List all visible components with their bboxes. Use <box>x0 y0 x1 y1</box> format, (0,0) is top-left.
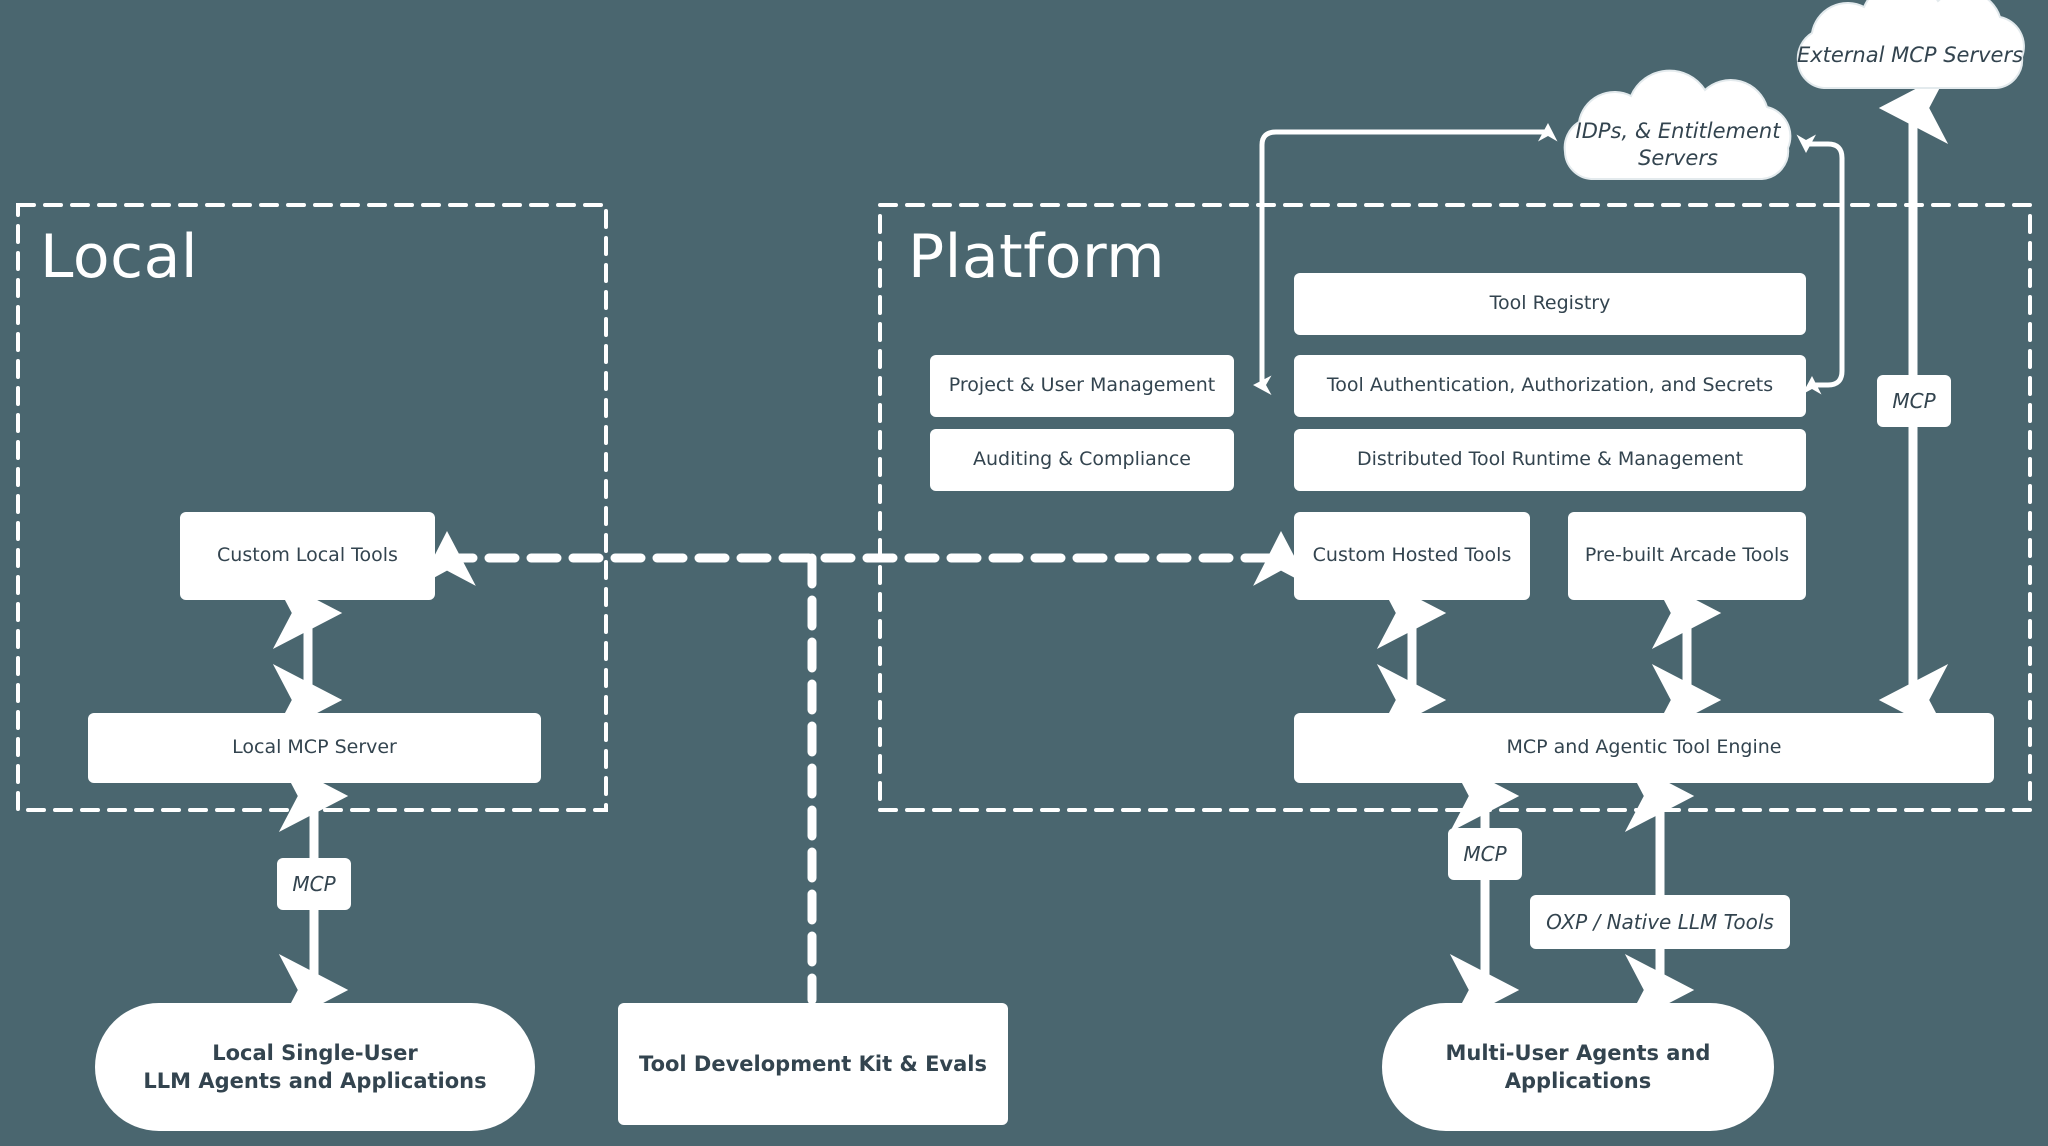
node-tool-registry[interactable]: Tool Registry <box>1294 273 1806 335</box>
tag-mcp-external: MCP <box>1877 375 1951 427</box>
cloud-idps-entitlement-servers <box>1563 69 1792 180</box>
tag-oxp-native-llm-tools: OXP / Native LLM Tools <box>1530 895 1790 949</box>
node-multi-user-agents[interactable]: Multi-User Agents and Applications <box>1382 1003 1774 1131</box>
node-tool-development-kit[interactable]: Tool Development Kit & Evals <box>618 1003 1008 1125</box>
node-local-mcp-server[interactable]: Local MCP Server <box>88 713 541 783</box>
zone-title-local: Local <box>40 222 199 292</box>
connector-project-mgmt-to-idps <box>1253 123 1558 396</box>
node-prebuilt-arcade-tools[interactable]: Pre-built Arcade Tools <box>1568 512 1806 600</box>
node-local-single-user-agents[interactable]: Local Single-User LLM Agents and Applica… <box>95 1003 535 1131</box>
node-auditing-compliance[interactable]: Auditing & Compliance <box>930 429 1234 491</box>
node-distributed-tool-runtime[interactable]: Distributed Tool Runtime & Management <box>1294 429 1806 491</box>
tag-mcp-local: MCP <box>277 858 351 910</box>
node-tool-authentication[interactable]: Tool Authentication, Authorization, and … <box>1294 355 1806 417</box>
tag-mcp-platform: MCP <box>1448 828 1522 880</box>
node-custom-hosted-tools[interactable]: Custom Hosted Tools <box>1294 512 1530 600</box>
node-mcp-agentic-tool-engine[interactable]: MCP and Agentic Tool Engine <box>1294 713 1994 783</box>
zone-title-platform: Platform <box>908 222 1166 292</box>
connector-tool-auth-to-idps <box>1796 134 1845 395</box>
cloud-external-mcp-servers <box>1796 0 2025 89</box>
node-custom-local-tools[interactable]: Custom Local Tools <box>180 512 435 600</box>
node-project-user-management[interactable]: Project & User Management <box>930 355 1234 417</box>
